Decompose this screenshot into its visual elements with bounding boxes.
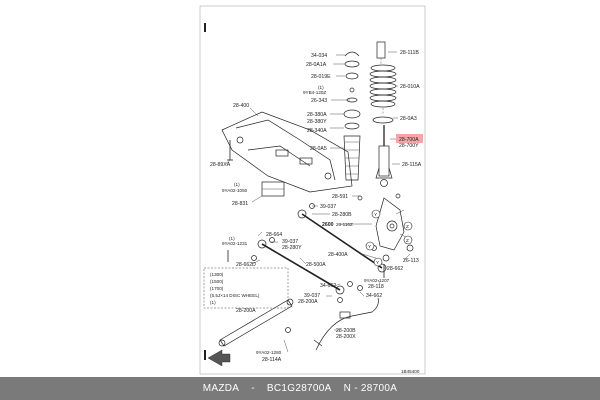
label-28-662D: 28-662D xyxy=(236,262,256,268)
label-28-019E: 28-019E xyxy=(311,74,331,80)
lateral-link-upper xyxy=(297,203,387,273)
label-28-831: 28-831 xyxy=(232,201,248,207)
label-34-034: 34-034 xyxy=(311,53,327,59)
label-34-662b: 34-662 xyxy=(366,293,382,299)
legend-line-1: (1300) xyxy=(210,272,224,277)
label-9YA02-1280: 9YA02-1280 xyxy=(256,350,282,355)
label-39-037a: 39-037 xyxy=(320,204,336,210)
label-28-400: 28-400 xyxy=(233,103,249,109)
rear-knuckle xyxy=(375,197,405,262)
label-39-037b: 39-037 xyxy=(282,239,298,245)
label-28-200B: 28-200B xyxy=(336,328,356,334)
footer-separator: - xyxy=(251,383,255,394)
label-28-89XA: 28-89XA xyxy=(210,162,231,168)
label-28-700A: 28-700A xyxy=(399,137,419,143)
label-28-114A: 28-114A xyxy=(262,357,282,363)
footer-code: N - 28700A xyxy=(343,383,398,394)
frame-tick-top xyxy=(204,23,206,32)
label-28-500A: 28-500A xyxy=(306,262,326,268)
label-39-037c: 39-037 xyxy=(304,293,320,299)
legend-line-2: (1500) xyxy=(210,279,224,284)
label-9YA02-1050: 9YA02-1050 xyxy=(222,188,248,193)
legend-line-3: (1700) xyxy=(210,286,224,291)
marker-y-upper: Y xyxy=(374,212,377,217)
label-26-116Z: 26-116Z xyxy=(336,222,353,227)
label-ref-1c: (1) xyxy=(229,236,235,241)
label-28-200X: 28-200X xyxy=(336,334,356,340)
label-ref-1a: (1) xyxy=(318,85,324,90)
label-28-400A: 28-400A xyxy=(328,252,348,258)
label-2600: 2600 xyxy=(322,222,334,228)
marker-y-middle: Y xyxy=(368,244,371,249)
label-28-111B: 28-111B xyxy=(400,50,419,56)
label-28-0A3: 28-0A3 xyxy=(400,116,417,122)
highlight-28-700A xyxy=(396,134,423,143)
label-28-664: 28-664 xyxy=(266,232,282,238)
rear-crossmember xyxy=(221,111,353,197)
shock-absorber-highlighted xyxy=(375,125,393,187)
footer-part-number: BC1G28700A xyxy=(266,383,332,394)
small-fasteners xyxy=(227,140,414,333)
label-28-200A-lower: 28-200A xyxy=(236,308,256,314)
label-28-115A: 28-115A xyxy=(402,162,422,168)
label-28-700Y: 28-700Y xyxy=(399,143,419,149)
label-28-280Y: 28-280Y xyxy=(282,245,302,251)
spring-strut-assembly xyxy=(369,41,397,187)
coil-spring xyxy=(369,64,397,108)
label-9YA02-1231: 9YA02-1231 xyxy=(222,241,248,246)
frame-tick-bottom xyxy=(204,350,206,360)
legend-line-5: (1) xyxy=(210,300,216,305)
label-28-380A: 28-380A xyxy=(307,112,327,118)
marker-z-upper: Z xyxy=(406,224,409,229)
front-arrow-icon xyxy=(207,349,231,367)
label-28-340A: 28-340A xyxy=(307,128,327,134)
diagram-frame-code: 1B45400 xyxy=(401,369,420,374)
label-26-343: 26-343 xyxy=(311,98,327,104)
label-34-662a: 34-662 xyxy=(320,283,336,289)
leader-lines xyxy=(225,51,411,353)
variant-legend: (1300) (1500) (1700) (5.5J×14 DISC WHEEL… xyxy=(203,267,289,309)
label-28-010A: 28-010A xyxy=(400,84,420,90)
part-labels: 28-111B 34-034 28-0A1A 28-010A 28-019E (… xyxy=(210,50,422,363)
reference-markers: Z Z Y Y Y xyxy=(365,209,413,267)
label-28-200A-upper: 28-200A xyxy=(298,299,318,305)
label-28-0A1A: 28-0A1A xyxy=(306,62,327,68)
trailing-arm xyxy=(218,298,294,347)
label-28-380Y: 28-380Y xyxy=(307,119,327,125)
footer-brand: MAZDA xyxy=(202,383,240,394)
label-ref-1b: (1) xyxy=(234,182,240,187)
label-9YB4-120Z: 9YB4-120Z xyxy=(303,90,326,95)
spring-seat-lower xyxy=(372,116,394,124)
label-28-0A5: 28-0A5 xyxy=(310,146,327,152)
label-28-591: 28-591 xyxy=(332,194,348,200)
marker-y-lower: Y xyxy=(376,260,379,265)
label-28-662: 28-662 xyxy=(387,266,403,272)
legend-line-4: (5.5J×14 DISC WHEEL) xyxy=(210,293,260,298)
label-9YA02-1207: 9YA02-1207 xyxy=(364,278,390,283)
marker-z-lower: Z xyxy=(406,238,409,243)
part-footer-bar: MAZDA-BC1G28700A N - 28700A xyxy=(0,377,600,400)
stabilizer-bar xyxy=(313,297,379,351)
diagram-frame xyxy=(199,5,426,375)
label-26-113: 26-113 xyxy=(403,258,419,264)
lateral-link-lower xyxy=(257,237,345,295)
label-28-280B: 28-280B xyxy=(332,212,352,218)
label-28-118: 28-118 xyxy=(368,284,384,290)
